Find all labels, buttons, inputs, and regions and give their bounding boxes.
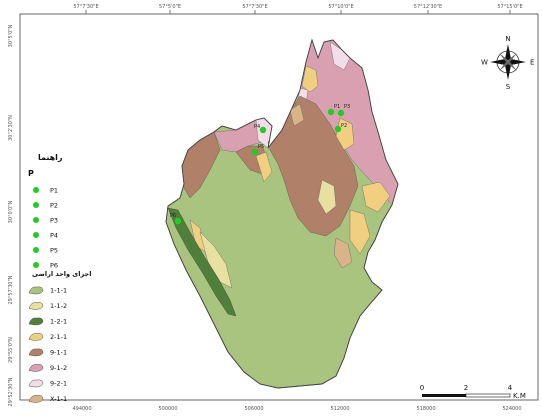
compass-w-label: W: [481, 59, 488, 67]
land-unit-2-1-1: [335, 117, 355, 151]
bottom-easting-label: 518000: [416, 406, 435, 412]
legend-unit-label: 9-1-2: [50, 364, 67, 372]
legend-point-marker: [33, 262, 39, 268]
legend-unit-swatch: [28, 348, 44, 357]
top-lon-label: 57°7'30"E: [242, 4, 267, 10]
map-point-label: P5: [258, 144, 264, 150]
legend-unit-label: X-1-1: [50, 395, 67, 403]
bottom-easting-label: 506000: [244, 406, 263, 412]
legend-unit-swatch: [28, 379, 44, 388]
legend-point-label: P2: [50, 202, 58, 210]
land-unit-2-1-1: [255, 151, 273, 183]
map-point-p4: [259, 126, 267, 134]
compass-east-point: [508, 59, 526, 65]
legend-point-marker: [33, 217, 39, 223]
land-unit-2-1-1: [361, 181, 391, 213]
legend-unit-swatch: [28, 317, 44, 326]
legend-title: راهنما: [38, 153, 63, 162]
scale-label: 4: [508, 384, 513, 392]
legend-point-label: P6: [50, 262, 58, 270]
map-point-p2: [334, 125, 342, 133]
land-unit-1-2-1: [167, 207, 237, 317]
legend-unit-swatch: [28, 333, 44, 341]
map-sample-points: P1 P3 P2 P4 P5 P6: [170, 104, 350, 225]
legend-point-marker: [33, 247, 39, 253]
left-lat-label: 30°2'30"N: [8, 115, 14, 141]
map-point-p1: [327, 108, 335, 116]
left-graticule: 30°5'0"N 30°2'30"N 30°0'0"N 29°57'30"N 2…: [8, 24, 14, 406]
map-point-label: P1: [334, 104, 340, 110]
bottom-easting-label: 494000: [72, 406, 91, 412]
scale-label: 0: [420, 384, 424, 392]
land-unit-X-1-1: [333, 237, 353, 269]
legend-point-marker: [33, 232, 39, 238]
compass-south-point: [505, 62, 511, 80]
map-point-p5: [251, 148, 259, 156]
top-lon-label: 57°5'0"E: [159, 4, 181, 10]
scale-bar: 0 2 4 K.M: [420, 384, 526, 400]
top-lon-label: 57°15'0"E: [497, 4, 522, 10]
compass-n-label: N: [505, 35, 510, 43]
bottom-easting-label: 524000: [502, 406, 521, 412]
left-lat-label: 29°52'30"N: [8, 377, 14, 406]
legend-unit-swatch: [28, 364, 44, 372]
legend-point-marker: [33, 187, 39, 193]
legend-points-heading: P: [28, 169, 34, 178]
legend-units-heading: اجزای واحد اراضی: [32, 270, 91, 278]
map-point-label: P3: [344, 104, 350, 110]
legend-unit-label: 1-2-1: [50, 318, 67, 326]
legend-point-label: P1: [50, 187, 58, 195]
map-point-label: P4: [254, 124, 260, 130]
legend-unit-label: 9-2-1: [50, 380, 67, 388]
compass-s-label: S: [506, 83, 511, 91]
left-lat-label: 30°5'0"N: [8, 24, 14, 47]
scale-label: 2: [464, 384, 468, 392]
scale-unit: K.M: [513, 392, 526, 400]
left-lat-label: 29°55'0"N: [8, 337, 14, 363]
legend-unit-swatch: [28, 302, 44, 310]
map-point-label: P2: [341, 123, 347, 129]
compass-north-point: [505, 44, 511, 62]
top-graticule: 57°7'30"E 57°5'0"E 57°7'30"E 57°10'0"E 5…: [73, 4, 523, 14]
land-unit-2-1-1: [349, 209, 371, 255]
legend-unit-swatch: [28, 395, 44, 403]
map-point-p6: [174, 217, 182, 225]
land-unit-1-1-2: [317, 179, 337, 215]
bottom-easting-label: 500000: [158, 406, 177, 412]
legend-unit-swatch: [28, 286, 44, 295]
legend-point-marker: [33, 202, 39, 208]
legend-point-label: P5: [50, 247, 58, 255]
compass-west-point: [490, 59, 508, 65]
legend-units: 1-1-1 1-1-2 1-2-1 2-1-1 9-1-1 9-1-2 9-2-1X-1-1: [28, 286, 67, 403]
land-unit-X-1-1: [289, 103, 305, 127]
top-lon-label: 57°7'30"E: [73, 4, 98, 10]
top-lon-label: 57°12'30"E: [414, 4, 442, 10]
bottom-easting-label: 512000: [330, 406, 349, 412]
legend-unit-label: 9-1-1: [50, 349, 67, 357]
land-unit-2-1-1: [301, 65, 319, 93]
bottom-graticule: 494000 500000 506000 512000 518000 52400…: [72, 406, 521, 412]
top-lon-label: 57°10'0"E: [328, 4, 353, 10]
left-lat-label: 29°57'30"N: [8, 275, 14, 304]
map-point-p3: [337, 109, 345, 117]
left-lat-label: 30°0'0"N: [8, 200, 14, 223]
legend-point-label: P3: [50, 217, 58, 225]
legend-unit-label: 1-1-1: [50, 287, 67, 295]
north-arrow: N S E W: [481, 35, 534, 91]
compass-e-label: E: [530, 59, 534, 67]
legend-unit-label: 1-1-2: [50, 302, 67, 310]
land-unit-9-2-1: [329, 41, 351, 71]
map-point-label: P6: [170, 213, 176, 219]
legend-point-label: P4: [50, 232, 58, 240]
legend-unit-label: 2-1-1: [50, 333, 67, 341]
basin-boundary: [165, 38, 399, 389]
